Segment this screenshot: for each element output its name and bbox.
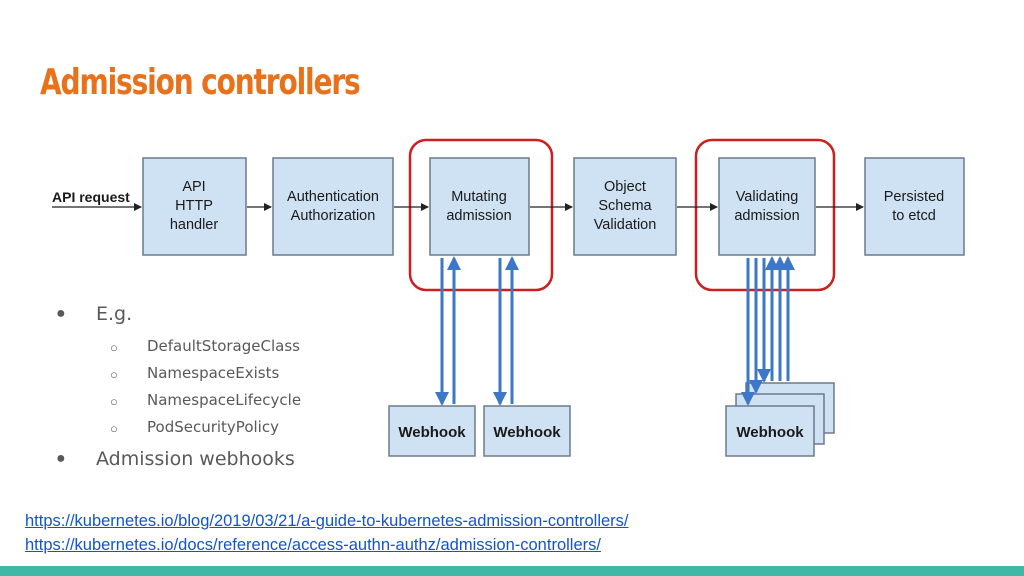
svg-text:to etcd: to etcd (892, 208, 936, 224)
stage-authentication-authorization: Authentication Authorization (272, 157, 394, 256)
svg-text:Mutating: Mutating (451, 189, 507, 205)
webhook-box-mutating-1: Webhook (388, 405, 476, 457)
sub-bullet-ring: ○ (110, 394, 118, 409)
bullet-eg: E.g. (96, 303, 133, 325)
svg-text:Webhook: Webhook (736, 424, 804, 441)
stage-api-http-handler: API HTTP handler (142, 157, 247, 256)
sub-bullet-ring: ○ (110, 340, 118, 355)
webhook-box-mutating-2: Webhook (483, 405, 571, 457)
svg-text:admission: admission (734, 208, 799, 224)
sub-bullet-defaultstorageclass: DefaultStorageClass (147, 337, 300, 355)
svg-text:admission: admission (446, 208, 511, 224)
stage-validating-admission: Validating admission (718, 157, 816, 256)
svg-text:Authorization: Authorization (291, 208, 376, 224)
mutating-highlight (408, 138, 554, 292)
svg-text:Validating: Validating (736, 189, 799, 205)
sub-bullet-ring: ○ (110, 421, 118, 436)
bottom-accent-bar (0, 566, 1024, 576)
svg-text:Validation: Validation (594, 217, 657, 233)
svg-text:Webhook: Webhook (493, 424, 561, 441)
api-request-label: API request (52, 189, 130, 205)
sub-bullet-namespaceexists: NamespaceExists (147, 364, 280, 382)
sub-bullet-podsecuritypolicy: PodSecurityPolicy (147, 418, 279, 436)
svg-text:Schema: Schema (598, 198, 652, 214)
bullet-admission-webhooks: Admission webhooks (96, 448, 295, 470)
svg-text:Object: Object (604, 179, 646, 195)
svg-text:Webhook: Webhook (398, 424, 466, 441)
svg-text:handler: handler (170, 217, 219, 233)
docs-reference-link[interactable]: https://kubernetes.io/docs/reference/acc… (25, 536, 601, 554)
blog-guide-link[interactable]: https://kubernetes.io/blog/2019/03/21/a-… (25, 512, 629, 530)
bullet-dot: ● (56, 305, 66, 322)
bullet-dot: ● (56, 450, 66, 467)
stage-persisted-to-etcd: Persisted to etcd (864, 157, 965, 256)
svg-text:API: API (182, 179, 205, 195)
svg-text:Persisted: Persisted (884, 189, 944, 205)
webhook-stack-validating: Webhook (725, 382, 835, 457)
sub-bullet-ring: ○ (110, 367, 118, 382)
svg-text:HTTP: HTTP (175, 198, 213, 214)
stage-object-schema-validation: Object Schema Validation (573, 157, 677, 256)
sub-bullet-namespacelifecycle: NamespaceLifecycle (147, 391, 302, 409)
svg-text:Authentication: Authentication (287, 189, 379, 205)
slide-title: Admission controllers (40, 62, 361, 103)
stage-mutating-admission: Mutating admission (429, 157, 530, 256)
